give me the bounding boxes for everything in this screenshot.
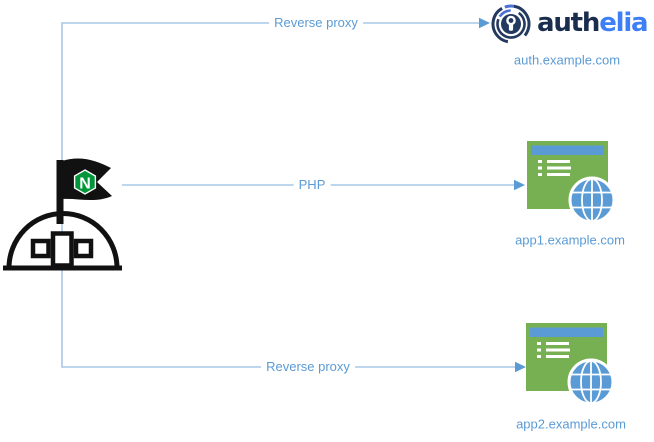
edge-label-reverse-proxy-bottom: Reverse proxy [261, 359, 355, 375]
domain-label-app2: app2.example.com [516, 416, 626, 432]
keyhole-stem [508, 23, 514, 31]
door [50, 231, 74, 268]
window-left [30, 238, 51, 259]
authelia-wordmark-suffix: elia [599, 8, 648, 38]
swirl-arc-inner-accent [496, 9, 526, 39]
authelia-wordmark: authelia [537, 8, 649, 38]
app1-globe-icon [568, 176, 616, 224]
nginx-node-icon: N [3, 158, 122, 271]
app2-globe-icon [567, 358, 615, 406]
app1-titlebar [531, 145, 604, 155]
nginx-hexagon-icon [73, 169, 97, 195]
connector-top-and-bottom [61, 22, 515, 368]
dome [6, 210, 120, 269]
edge-label-reverse-proxy-top: Reverse proxy [269, 15, 363, 31]
arrowhead-bottom-icon [515, 361, 526, 373]
app2-node-icon [526, 323, 615, 406]
authelia-wordmark-prefix: auth [537, 8, 600, 38]
app1-list-lines [538, 160, 571, 176]
authelia-logo-icon [491, 4, 531, 44]
app2-titlebar [530, 327, 603, 337]
domain-label-app1: app1.example.com [515, 232, 625, 248]
arrowhead-middle-icon [514, 179, 525, 191]
app1-node-icon [527, 141, 616, 224]
arrowhead-top-icon [479, 17, 490, 29]
swirl-arc-outer [491, 4, 531, 44]
edge-label-php: PHP [293, 177, 331, 193]
nginx-flag-letter: N [79, 175, 91, 192]
connectors [61, 17, 526, 373]
domain-label-auth: auth.example.com [513, 52, 621, 68]
app2-list-lines [537, 342, 570, 358]
swirl-arc-inner [496, 9, 526, 39]
window-right [73, 238, 94, 259]
